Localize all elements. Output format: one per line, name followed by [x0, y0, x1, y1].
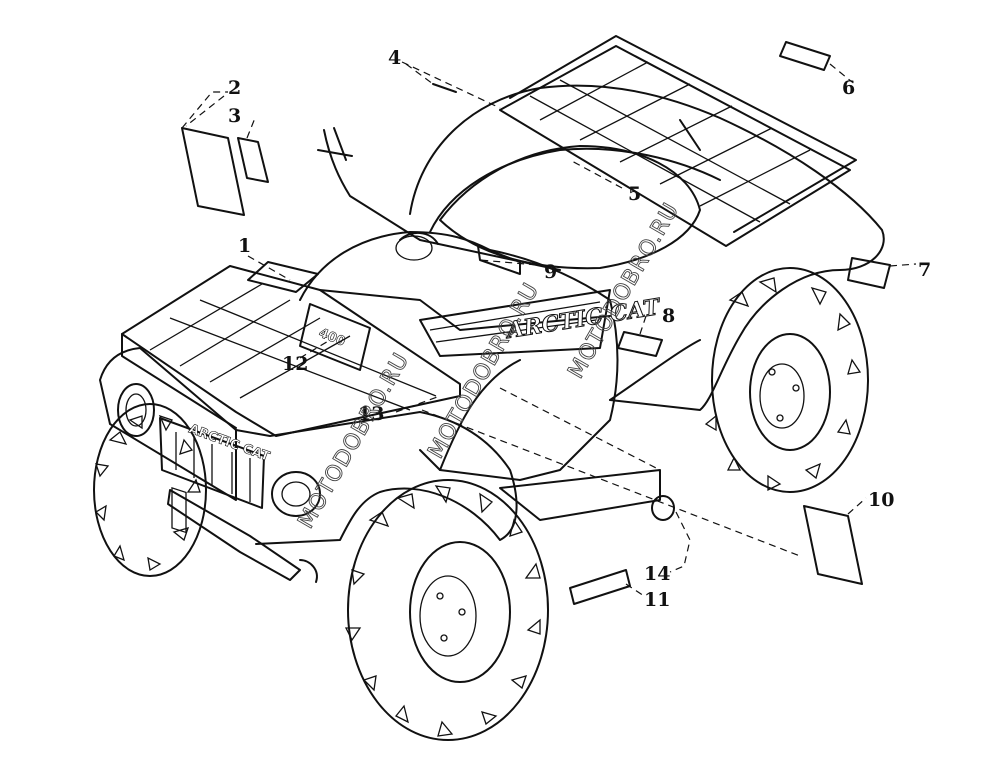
decal-3 [237, 117, 269, 183]
decal-4 [405, 63, 457, 93]
decal-1 [247, 261, 319, 293]
decal-14 [651, 495, 691, 573]
decal-6 [779, 41, 853, 83]
leader-lines [185, 61, 801, 557]
front-rack [121, 265, 461, 437]
callout-14: 14 [644, 563, 670, 585]
decal-8 [617, 331, 663, 357]
front-right-wheel [344, 479, 549, 741]
model-decal: 400 [299, 303, 371, 371]
callout-3: 3 [228, 105, 241, 127]
watermark-3: MOTODOBRO.RU [564, 199, 685, 383]
callout-8: 8 [662, 305, 675, 327]
callout-12: 12 [282, 353, 308, 375]
callout-10: 10 [868, 489, 894, 511]
front-bumper [167, 489, 318, 583]
callout-1: 1 [238, 235, 251, 257]
front-fender [99, 347, 518, 545]
callout-4: 4 [388, 47, 401, 69]
callout-7: 7 [918, 259, 931, 281]
callout-6: 6 [842, 77, 855, 99]
callout-numbers: 1 2 3 4 5 6 7 8 9 10 11 12 13 14 [228, 47, 931, 611]
callout-2: 2 [228, 77, 241, 99]
decal-2 [181, 91, 245, 216]
decal-10 [803, 497, 867, 585]
front-body [299, 231, 661, 521]
grille-badge-text: ARCTIC CAT [187, 422, 272, 465]
callout-9: 9 [544, 261, 557, 283]
rear-rack [499, 35, 857, 247]
callout-5: 5 [628, 183, 641, 205]
rear-right-wheel [704, 267, 869, 493]
callout-13: 13 [358, 403, 384, 425]
decal-7 [847, 257, 917, 289]
decal-11 [569, 569, 645, 605]
right-headlight [271, 471, 321, 517]
left-headlight [117, 383, 155, 437]
handlebars [317, 127, 561, 275]
watermark-1: MOTODOBRO.RU [294, 349, 415, 533]
callout-11: 11 [644, 589, 670, 611]
